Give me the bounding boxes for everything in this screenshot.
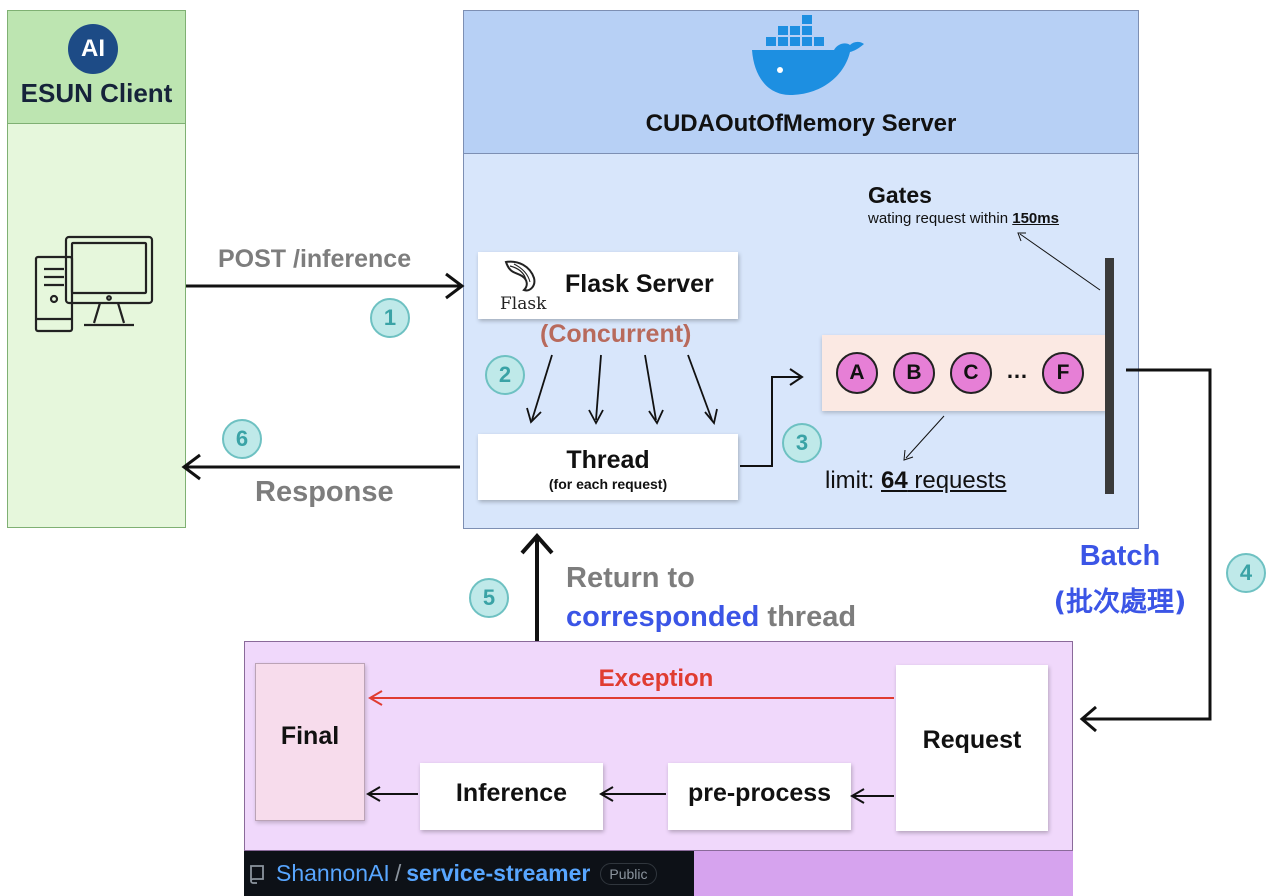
limit-suffix: requests <box>907 467 1007 494</box>
repo-owner-link[interactable]: ShannonAI <box>276 860 390 886</box>
repo-separator: / <box>394 860 402 886</box>
gates-pointer <box>1019 233 1101 291</box>
concurrent-arrows <box>526 354 718 426</box>
queue-item: C <box>950 352 992 394</box>
flask-logo-text: Flask <box>500 294 547 314</box>
gates-subtitle: wating request within 150ms <box>868 210 1059 227</box>
post-endpoint-label: POST /inference <box>218 245 412 273</box>
request-label: Request <box>922 726 1022 754</box>
queue-limit: limit: 64 requests <box>825 467 1006 495</box>
batch-label-cn: (批次處理) <box>1053 587 1187 618</box>
concurrent-label: (Concurrent) <box>540 320 692 348</box>
preprocess-label: pre-process <box>687 779 832 807</box>
thread-subtitle: (for each request) <box>548 476 668 492</box>
repo-visibility-badge: Public <box>600 862 657 885</box>
step-badge-6: 6 <box>222 419 262 459</box>
queue-item: B <box>893 352 935 394</box>
return-label-line1: Return to <box>566 562 695 594</box>
thread-word: thread <box>759 601 857 633</box>
limit-value: 64 <box>881 467 908 494</box>
enqueue-arrow <box>740 376 800 467</box>
gates-subtitle-prefix: wating request within <box>868 210 1013 227</box>
server-title: CUDAOutOfMemory Server <box>645 110 957 137</box>
gates-timeout: 150ms <box>1012 210 1059 227</box>
final-label: Final <box>280 722 340 750</box>
repo-name-link[interactable]: service-streamer <box>406 860 591 886</box>
gate-bar <box>1105 258 1114 494</box>
preprocess-box <box>668 763 851 830</box>
thread-title: Thread <box>566 446 650 474</box>
corresponded-word: corresponded <box>566 601 760 633</box>
inference-label: Inference <box>455 779 568 807</box>
queue-item: A <box>836 352 878 394</box>
queue-item: F <box>1042 352 1084 394</box>
repo-book-icon <box>250 864 264 884</box>
step-badge-1: 1 <box>370 298 410 338</box>
limit-value-group: 64 requests <box>881 467 1006 494</box>
response-label: Response <box>255 476 394 508</box>
flask-server-title: Flask Server <box>565 270 714 298</box>
desktop-computer-icon <box>34 235 154 333</box>
batch-arrow <box>1084 368 1212 721</box>
step-badge-2: 2 <box>485 355 525 395</box>
final-box <box>255 663 365 821</box>
return-label-line2: corresponded thread <box>566 601 856 634</box>
docker-whale-icon <box>752 15 864 95</box>
client-title: ESUN Client <box>20 78 173 108</box>
repo-header: ShannonAI / service-streamer Public <box>244 851 694 896</box>
ai-logo: AI <box>68 24 118 74</box>
gates-title: Gates <box>868 182 932 208</box>
step-badge-3: 3 <box>782 423 822 463</box>
flask-horn-icon <box>504 260 536 292</box>
limit-pointer <box>905 415 945 459</box>
queue-ellipsis: … <box>1006 358 1028 383</box>
inference-box <box>420 763 603 830</box>
exception-label: Exception <box>598 665 714 692</box>
step-badge-4: 4 <box>1226 553 1266 593</box>
step-badge-5: 5 <box>469 578 509 618</box>
thread-box <box>478 434 738 500</box>
limit-prefix: limit: <box>825 467 881 494</box>
batch-label: Batch <box>1079 540 1161 572</box>
request-box <box>896 665 1048 831</box>
